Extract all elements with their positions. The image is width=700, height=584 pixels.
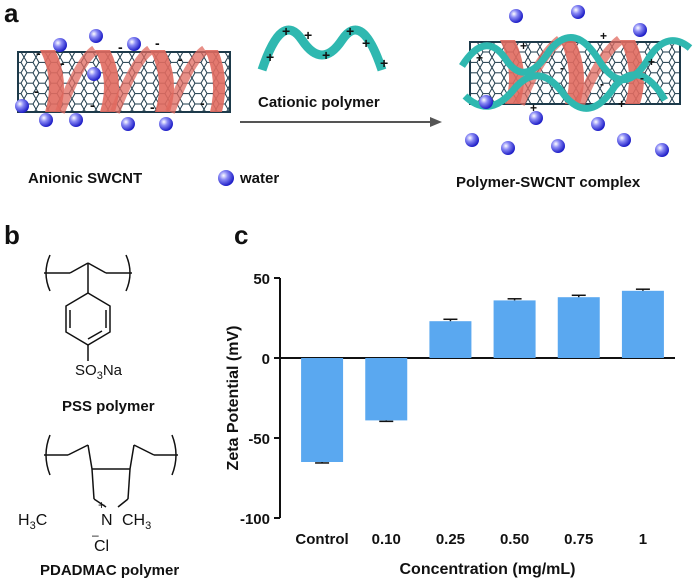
anionic-swcnt-label: Anionic SWCNT: [28, 170, 143, 187]
x-tick-labels: Control 0.10 0.25 0.50 0.75 1: [295, 531, 647, 548]
svg-text:+: +: [322, 47, 330, 63]
svg-text:-: -: [150, 99, 155, 115]
svg-text:-: -: [90, 97, 95, 113]
svg-text:-: -: [60, 55, 65, 71]
svg-text:+: +: [520, 39, 527, 53]
water-molecules-left: [15, 29, 173, 131]
arrow-head: [430, 117, 442, 127]
bar: [301, 358, 344, 462]
svg-text:+: +: [282, 23, 290, 39]
x-tick-label: 1: [639, 531, 647, 548]
bar: [429, 321, 472, 358]
svg-text:+: +: [618, 97, 625, 111]
pdadmac-methyl-left: H3C: [18, 512, 48, 533]
svg-text:+: +: [304, 27, 312, 43]
svg-text:+: +: [266, 49, 274, 65]
panel-letter-a: a: [4, 0, 19, 28]
x-tick-label: 0.25: [436, 531, 465, 548]
svg-text:+: +: [362, 35, 370, 51]
pdadmac-nitrogen: N: [101, 512, 113, 529]
bar: [557, 297, 600, 358]
x-tick-label: 0.50: [500, 531, 529, 548]
svg-text:+: +: [476, 51, 483, 65]
pss-label: PSS polymer: [62, 398, 155, 415]
x-tick-label: 0.10: [372, 531, 401, 548]
svg-text:-: -: [560, 61, 564, 75]
panel-letter-b: b: [4, 220, 20, 250]
svg-text:+: +: [346, 23, 354, 39]
pss-structure: [44, 254, 132, 361]
zeta-potential-chart: 50 0 -50 -100 Control 0.10 0.25 0.50 0.75 1 Zeta…: [225, 271, 675, 578]
bars-group: [301, 288, 664, 464]
svg-text:-: -: [600, 77, 604, 91]
svg-text:-: -: [118, 39, 123, 55]
svg-text:-: -: [178, 51, 183, 67]
process-label: Cationic polymer: [258, 94, 380, 111]
svg-text:-: -: [200, 95, 205, 111]
y-axis-label: Zeta Potential (mV): [225, 326, 242, 471]
bar: [621, 290, 664, 358]
pdadmac-label: PDADMAC polymer: [40, 562, 180, 579]
pss-substituent: SO3Na: [75, 362, 122, 382]
y-tick-label: -100: [240, 511, 270, 528]
x-tick-label: Control: [295, 531, 348, 548]
complex-label: Polymer-SWCNT complex: [456, 174, 641, 191]
y-tick-label: 50: [253, 271, 270, 288]
svg-text:+: +: [380, 55, 388, 71]
pdadmac-structure: [44, 434, 178, 508]
bar: [493, 300, 536, 358]
svg-text:-: -: [640, 71, 644, 85]
bar: [365, 358, 408, 421]
cationic-polymer-wave: + + + + + + +: [257, 23, 388, 72]
x-axis-label: Concentration (mg/mL): [400, 561, 576, 578]
y-tick-label: -50: [248, 431, 270, 448]
pdadmac-methyl-right: CH3: [122, 512, 152, 533]
panel-a-illustration: - - - - - - - - - + + + + + + +: [15, 5, 693, 186]
svg-text:-: -: [155, 35, 160, 51]
polymer-swcnt-complex: + + + + + + - - -: [459, 29, 693, 115]
pdadmac-plus-charge: +: [98, 498, 106, 512]
water-molecules-right: [218, 5, 669, 186]
anionic-swcnt: - - - - - - - - -: [17, 35, 231, 115]
svg-text:+: +: [648, 55, 655, 69]
water-label: water: [240, 170, 280, 187]
svg-text:-: -: [34, 83, 39, 99]
x-tick-label: 0.75: [564, 531, 593, 548]
svg-text:+: +: [600, 29, 607, 43]
svg-text:-: -: [36, 45, 41, 61]
y-axis: 50 0 -50 -100: [240, 271, 675, 528]
pdadmac-chloride: Cl: [94, 538, 110, 555]
y-tick-label: 0: [262, 351, 270, 368]
svg-text:+: +: [530, 101, 537, 115]
pdadmac-minus-charge: –: [92, 528, 99, 542]
panel-letter-c: c: [234, 220, 249, 250]
